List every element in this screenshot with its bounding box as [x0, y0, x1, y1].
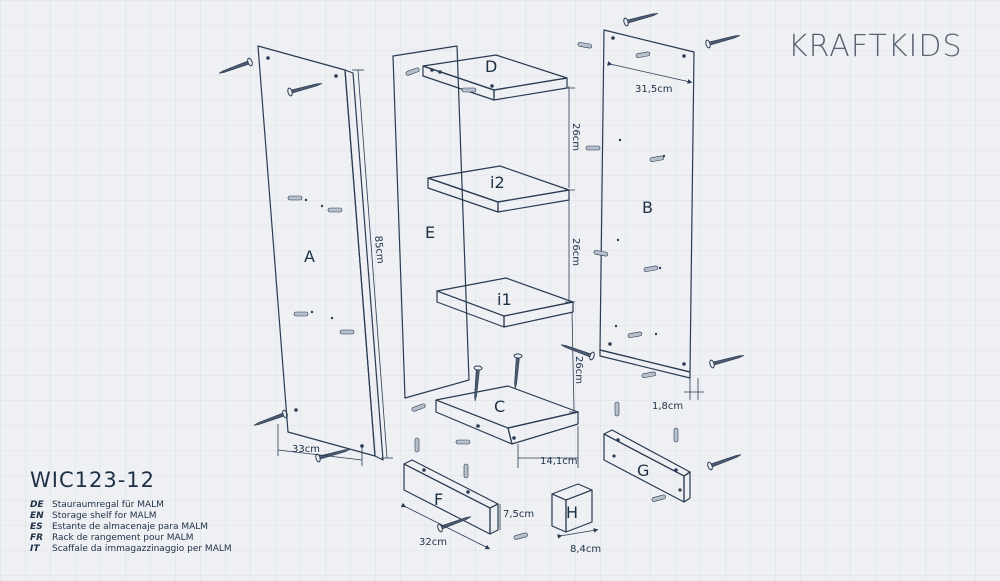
part-label-i1: i1	[497, 290, 512, 309]
brand-logo: KRAFTKIDS	[788, 29, 963, 64]
shelf-i2: i2	[427, 165, 570, 213]
block-h: H	[551, 483, 593, 533]
translation-row: IT Scaffale da immagazzinaggio per MALM	[30, 544, 290, 555]
part-label-c: C	[494, 397, 505, 416]
screw-icon	[706, 450, 743, 471]
panel-a: A	[257, 45, 384, 461]
dowel-icon	[635, 51, 651, 59]
dim-shelf-depth: 14,1cm	[540, 456, 578, 467]
dowel-icon	[614, 401, 620, 417]
lang-text: Rack de rangement pour MALM	[52, 533, 194, 543]
translation-row: DE Stauraumregal für MALM	[30, 500, 290, 511]
lang-code: ES	[30, 522, 43, 532]
dowel-icon	[651, 494, 667, 503]
dowel-icon	[463, 463, 469, 479]
dim-gap-3: 26cm	[573, 356, 584, 384]
dowel-icon	[287, 195, 303, 201]
dowel-icon	[339, 329, 355, 335]
dim-side-width: 33cm	[292, 444, 320, 455]
part-label-b: B	[642, 198, 653, 217]
screw-icon	[286, 79, 324, 97]
part-label-f: F	[434, 490, 443, 509]
part-label-d: D	[485, 57, 497, 76]
lang-code: FR	[30, 533, 44, 543]
dowel-icon	[414, 437, 420, 453]
product-info: WIC123-12 DE Stauraumregal für MALM EN Sto…	[30, 468, 290, 555]
dim-thickness: 1,8cm	[652, 401, 683, 412]
part-label-h: H	[566, 503, 578, 522]
lang-code: EN	[30, 511, 44, 521]
dowel-icon	[455, 439, 471, 445]
dowel-icon	[405, 67, 421, 77]
foot-g: G	[603, 429, 691, 503]
dim-side-height: 85cm	[372, 235, 385, 264]
panel-e: E	[392, 45, 470, 399]
panel-b: B	[599, 29, 695, 379]
lang-text: Estante de almacenaje para MALM	[52, 522, 209, 532]
dim-gap-2: 26cm	[570, 238, 581, 266]
dowel-icon	[461, 87, 477, 93]
screw-icon	[510, 353, 523, 390]
translation-row: ES Estante de almacenaje para MALM	[30, 522, 290, 533]
dowel-icon	[641, 371, 657, 379]
dim-gap-1: 26cm	[570, 123, 581, 151]
product-code: WIC123-12	[30, 468, 156, 492]
product-name-translations: DE Stauraumregal für MALM EN Storage shelf…	[30, 500, 290, 555]
part-label-g: G	[637, 461, 649, 480]
lang-code: IT	[30, 544, 40, 554]
dim-back-width: 31,5cm	[635, 84, 673, 95]
dowel-icon	[593, 249, 609, 257]
screw-icon	[708, 351, 746, 369]
lang-code: DE	[30, 500, 44, 510]
dowel-icon	[327, 207, 343, 213]
dowel-icon	[627, 331, 643, 339]
dowel-icon	[673, 427, 679, 443]
screw-icon	[622, 9, 660, 27]
lang-text: Stauraumregal für MALM	[52, 500, 164, 510]
lang-text: Storage shelf for MALM	[52, 511, 157, 521]
dowel-icon	[643, 265, 659, 273]
dowel-icon	[649, 155, 665, 163]
dowel-icon	[513, 532, 529, 541]
screw-icon	[252, 409, 289, 430]
screw-icon	[470, 365, 483, 402]
shelf-c: C	[435, 385, 579, 445]
screw-icon	[704, 31, 742, 49]
dim-foot-length: 32cm	[419, 537, 447, 548]
lang-text: Scaffale da immagazzinaggio per MALM	[52, 544, 232, 554]
dowel-icon	[293, 311, 309, 317]
screw-icon	[217, 57, 254, 78]
dowel-icon	[585, 145, 601, 151]
part-label-i2: i2	[490, 173, 505, 192]
part-label-e: E	[425, 223, 435, 242]
dim-block-size: 8,4cm	[570, 544, 601, 555]
translation-row: FR Rack de rangement pour MALM	[30, 533, 290, 544]
dowel-icon	[577, 41, 593, 49]
dim-foot-height: 7,5cm	[503, 509, 534, 520]
translation-row: EN Storage shelf for MALM	[30, 511, 290, 522]
shelf-d: D	[422, 54, 568, 101]
dowel-icon	[411, 403, 427, 413]
part-label-a: A	[304, 247, 315, 266]
shelf-i1: i1	[436, 277, 574, 328]
